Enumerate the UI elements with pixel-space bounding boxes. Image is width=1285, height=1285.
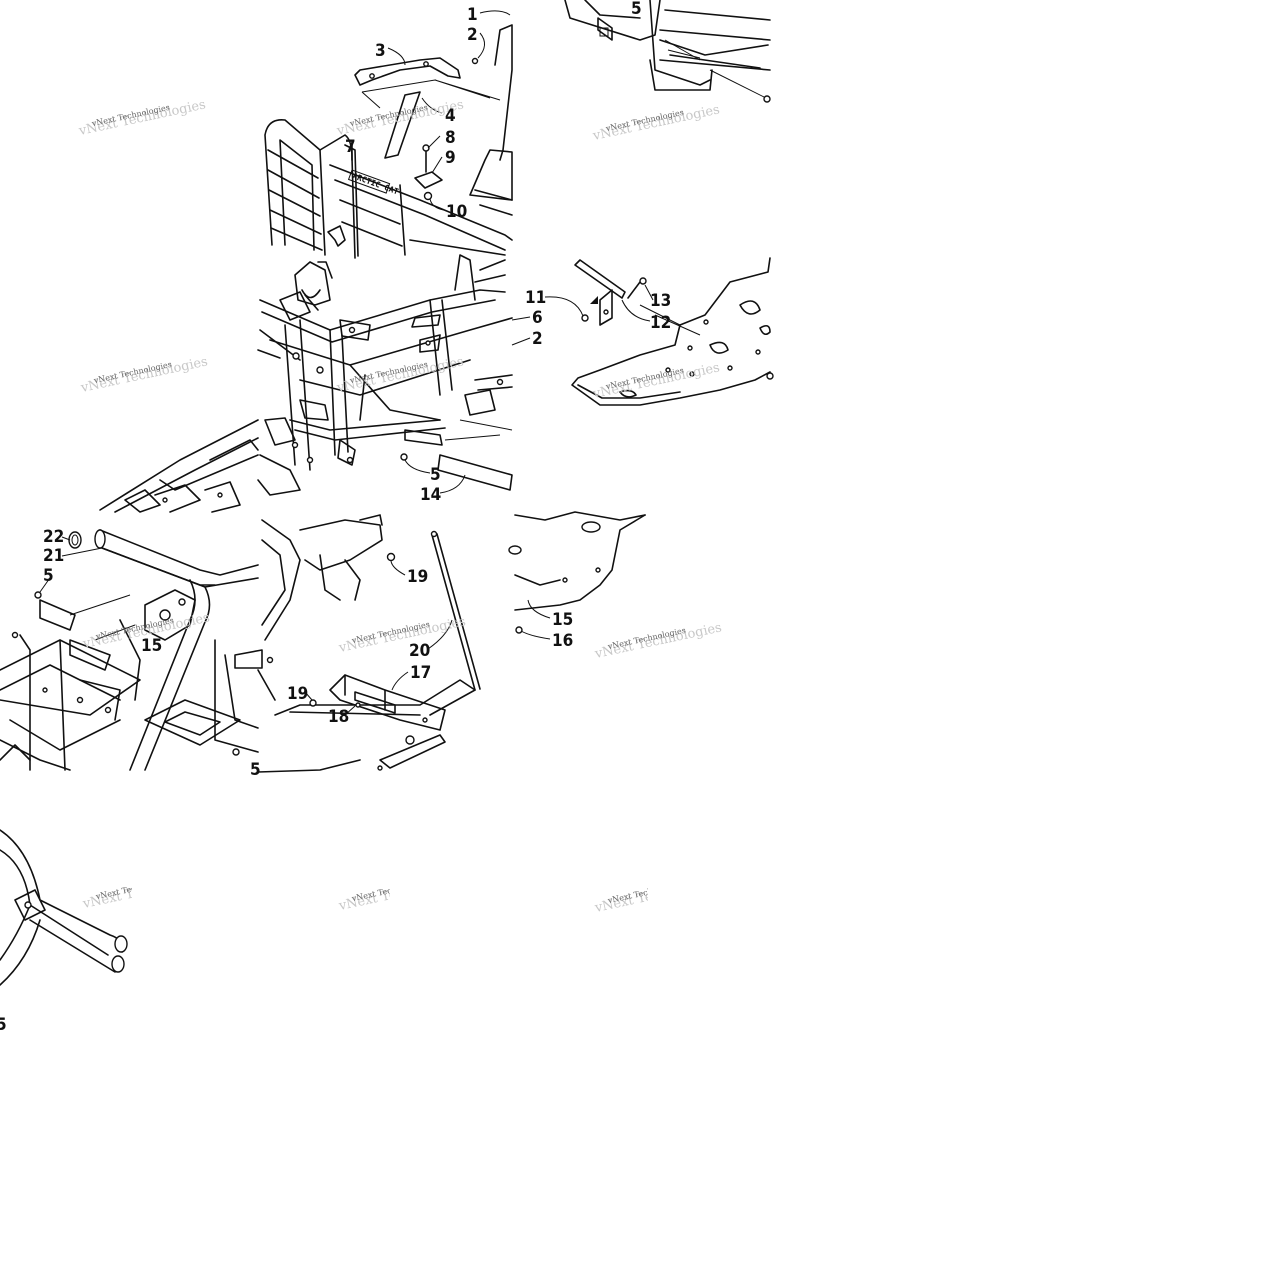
leader-lines	[39, 10, 654, 716]
callout-9: 9	[445, 148, 456, 168]
callout-5: 5	[250, 760, 261, 780]
callout-8: 8	[445, 128, 456, 148]
callout-4: 4	[445, 106, 456, 126]
callout-21: 21	[43, 546, 64, 566]
callout-5: 5	[430, 465, 441, 485]
callout-17: 17	[410, 663, 431, 683]
callout-5: 5	[631, 0, 642, 19]
callout-2: 2	[532, 329, 543, 349]
rear-rack-assembly: ARCTIC CAT	[264, 24, 513, 259]
callout-15: 15	[552, 610, 573, 630]
callout-6: 6	[532, 308, 543, 328]
callout-12: 12	[650, 313, 671, 333]
callout-5: 5	[0, 1015, 7, 1035]
callout-15: 15	[141, 636, 162, 656]
callout-13: 13	[650, 291, 671, 311]
front-bumper	[0, 829, 128, 986]
callout-20: 20	[409, 641, 430, 661]
side-frame-brace	[234, 514, 481, 773]
callout-10: 10	[446, 202, 467, 222]
callout-3: 3	[375, 41, 386, 61]
main-frame-assembly	[257, 254, 513, 496]
watermarks: vNext Technologies vNext Technologies vN…	[77, 97, 723, 916]
watermark: vNext Technologies	[94, 876, 175, 902]
rear-frame-footwell	[0, 529, 259, 771]
skid-plate-front	[571, 257, 774, 406]
callouts: 1 2 3 4 5 7 8 9 10 11 13 12 6 2 5 14 22 …	[0, 0, 671, 1035]
callout-14: 14	[420, 485, 441, 505]
callout-19: 19	[407, 567, 428, 587]
skid-plate-center	[508, 511, 646, 634]
callout-2: 2	[467, 25, 478, 45]
callout-1: 1	[467, 5, 478, 25]
callout-22: 22	[43, 527, 64, 547]
watermark: vNext Technologies	[350, 878, 431, 904]
callout-5: 5	[43, 566, 54, 586]
rack-decal: ARCTIC CAT	[351, 171, 400, 196]
front-rack-assembly	[564, 0, 771, 103]
callout-11: 11	[525, 288, 546, 308]
callout-16: 16	[552, 631, 573, 651]
callout-18: 18	[328, 707, 349, 727]
frame-rear-section	[99, 419, 259, 513]
callout-7: 7	[345, 137, 356, 157]
callout-19: 19	[287, 684, 308, 704]
